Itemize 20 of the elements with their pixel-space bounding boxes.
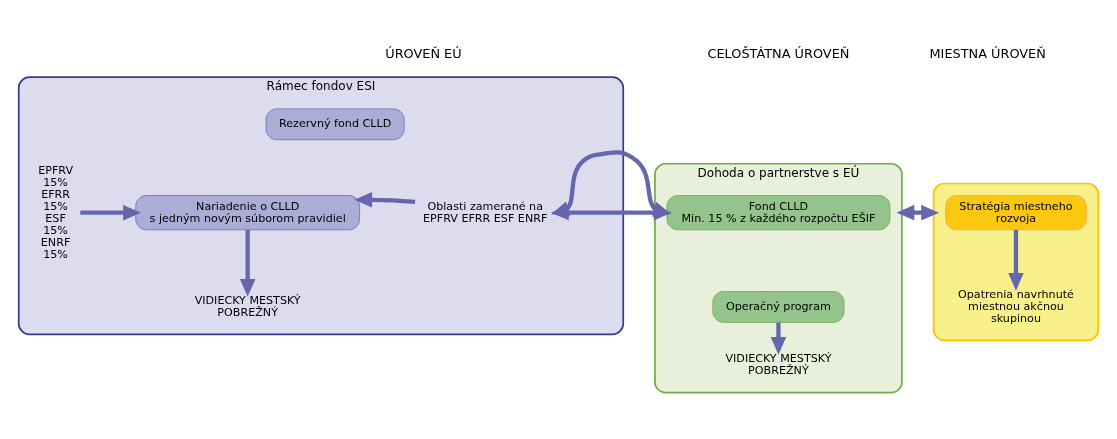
label: ÚROVEŇ EÚ: [385, 45, 462, 61]
arrow: [239, 229, 256, 297]
node-text: Oblasti zamerané na EPFRV EFRR ESF ENRF: [423, 199, 548, 225]
node-text: Opatrenia navrhnuté miestnou akčnou skupinou: [958, 287, 1074, 325]
label: MIESTNA ÚROVEŇ: [929, 45, 1046, 61]
label: CELOŠTÁTNA ÚROVEŇ: [707, 45, 850, 61]
node-box: Nariadenie o CLLD s jedným novým súborom pravidiel: [135, 195, 360, 231]
node-box: Fond CLLD Min. 15 % z každého rozpočtu EŠIF: [666, 195, 891, 231]
arrow: [80, 204, 141, 221]
node-box: Stratégia miestneho rozvoja: [945, 195, 1087, 231]
arrow: [896, 204, 939, 221]
node-box: Rezervný fond CLLD: [265, 108, 405, 141]
arrow: [354, 192, 416, 208]
arrow: [1008, 229, 1024, 291]
cluster: [932, 182, 1100, 342]
node-text: EPFRV 15% EFRR 15% ESF 15% ENRF 15%: [38, 163, 74, 261]
node-box: Operačný program: [712, 291, 845, 323]
node-text: VIDIECKY MESTSKÝ POBREŽNÝ: [194, 293, 301, 319]
arrow: [770, 322, 787, 355]
node-text: VIDIECKY MESTSKÝ POBREŽNÝ: [725, 352, 832, 378]
